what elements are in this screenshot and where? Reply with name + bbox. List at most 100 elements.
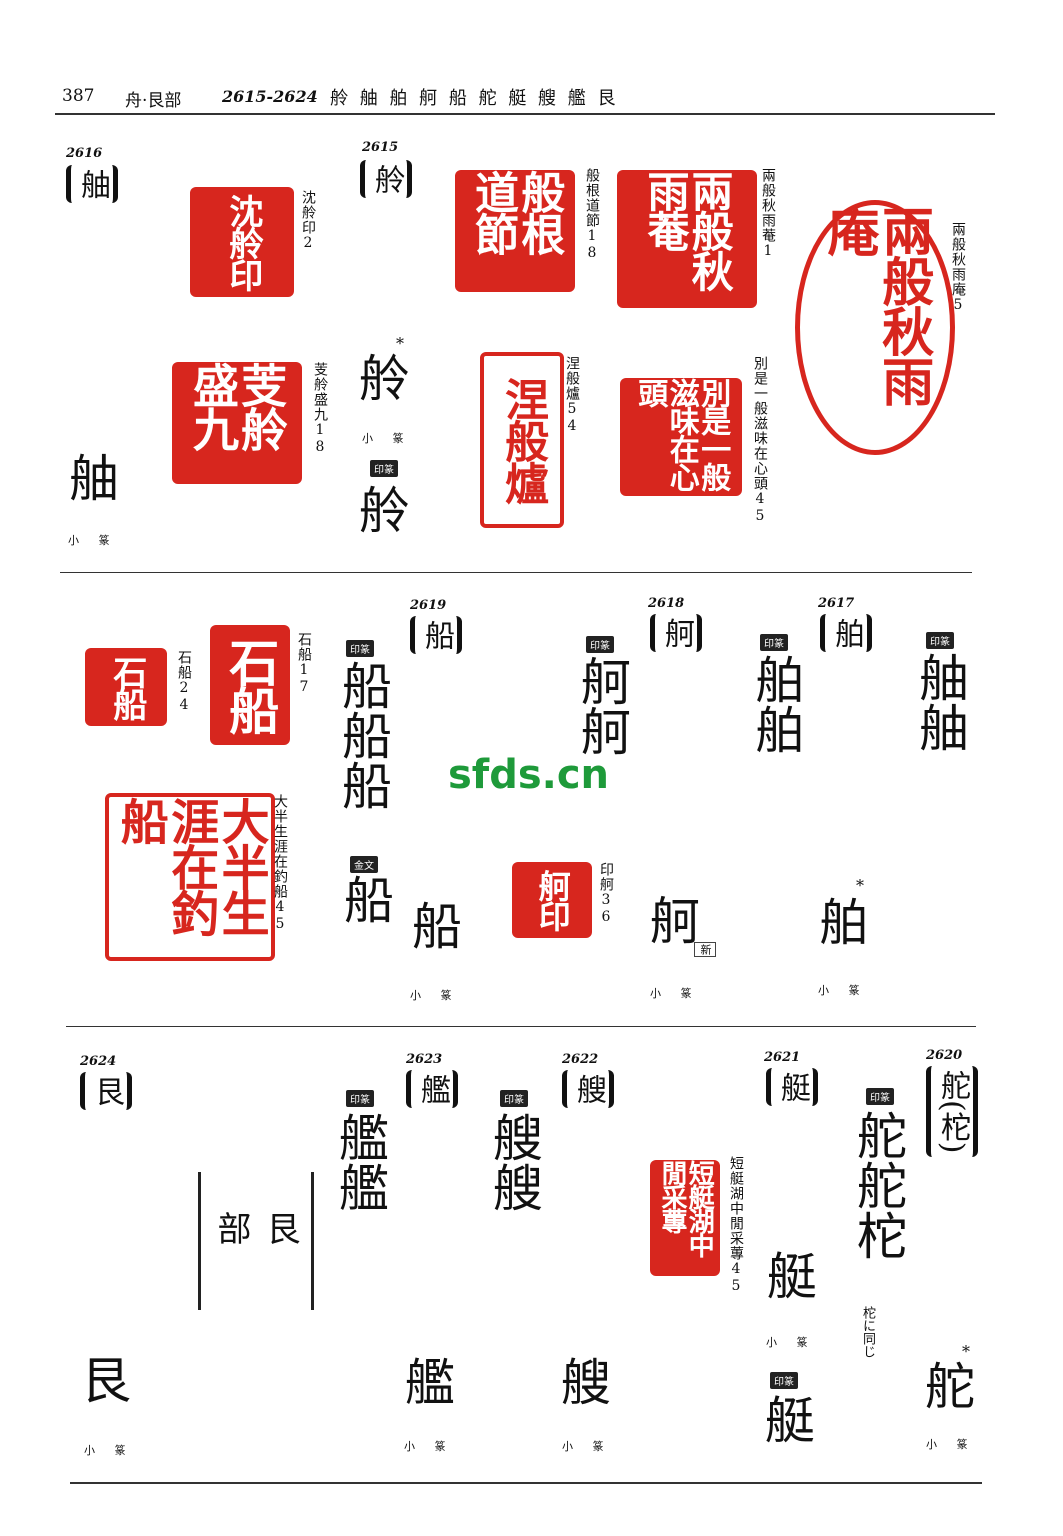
seal-caption: 大半生涯在釣船45 <box>272 794 288 933</box>
seal-source-number: 36 <box>598 892 614 926</box>
entry-head-2620: 舵(柁) <box>926 1066 978 1158</box>
seal-caption-text: 兩般秋雨菴 <box>760 168 776 243</box>
caption-xiaozhuan-2620: 小 篆 <box>926 1438 976 1451</box>
seal-text: 石船 <box>221 637 281 733</box>
glyph-xiaozhuan-2619: 船 <box>404 900 462 950</box>
caption-xiaozhuan-2624: 小 篆 <box>84 1444 134 1457</box>
seal-source-number: 45 <box>272 899 288 933</box>
seal-oval-liang-ban-qiu-yu-an: 兩般秋雨庵 <box>795 200 955 455</box>
seal-caption-text: 涅般爐 <box>564 356 580 401</box>
seal-text: 舸印 <box>533 870 572 930</box>
seal-caption-text: 般根道節 <box>584 168 600 228</box>
seal-source-number: 17 <box>296 662 312 696</box>
note-2620: 柁に同じ <box>860 1306 875 1358</box>
seal-text: 般根道節 <box>467 170 565 254</box>
seal-da-ban-sheng-ya: 大半生涯在釣船 <box>105 793 275 961</box>
entry-head-2619: 船 <box>410 616 462 654</box>
caption-xiaozhuan-2618: 小 篆 <box>650 987 700 1000</box>
glyph-yinzhuan-2618: 舸舸 <box>573 656 631 756</box>
glyph-yinzhuan-2623: 艦艦 <box>331 1112 389 1212</box>
glyph-xiaozhuan-2623: 艦 <box>397 1356 455 1406</box>
seal-text: 別是一般滋味在心頭 <box>632 378 731 490</box>
caption-xiaozhuan-2619: 小 篆 <box>410 989 460 1002</box>
seal-text: 芰舲盛九 <box>186 362 289 450</box>
entry-head-2620-char: 舵 <box>935 1070 970 1100</box>
glyph-xiaozhuan-2624: 艮 <box>73 1354 131 1404</box>
entry-head-2617: 舶 <box>820 614 872 652</box>
seal-caption: 沈舲印2 <box>300 190 316 252</box>
seal-text: 兩般秋雨菴 <box>641 170 735 290</box>
seal-source-number: 2 <box>300 235 316 252</box>
section-title: 舟·艮部 <box>125 91 182 111</box>
badge-yinzhuan-2622: 印篆 <box>500 1090 528 1107</box>
entry-number-2621: 2621 <box>764 1050 801 1065</box>
seal-liang-ban-qiu-yu-an: 兩般秋雨菴 <box>617 170 757 308</box>
caption-xiaozhuan-2617: 小 篆 <box>818 984 868 997</box>
asterisk-2617: * <box>856 876 864 895</box>
seal-source-number: 24 <box>176 680 192 714</box>
seal-text: 大半生涯在釣船 <box>111 797 269 935</box>
seal-shen-ling-yin: 沈舲印 <box>190 187 294 297</box>
badge-yinzhuan-2621: 印篆 <box>770 1372 798 1389</box>
footer-rule <box>70 1482 982 1484</box>
row-divider-1 <box>60 572 972 573</box>
entry-number-2622: 2622 <box>562 1052 599 1067</box>
asterisk-2620: * <box>962 1342 970 1361</box>
row-divider-2 <box>66 1026 976 1027</box>
entry-head-2615: 舲 <box>360 160 412 198</box>
seal-text: 短艇湖中閒采蓴 <box>657 1160 715 1256</box>
badge-yinzhuan-2615: 印篆 <box>370 460 398 477</box>
glyph-xiaozhuan-2621: 艇 <box>759 1250 817 1300</box>
seal-caption-text: 芰舲盛九 <box>312 362 328 422</box>
entry-number-2617: 2617 <box>818 596 855 611</box>
seal-caption-text: 石船 <box>296 632 312 662</box>
entry-number-2616: 2616 <box>66 146 103 161</box>
caption-xiaozhuan-2622: 小 篆 <box>562 1440 612 1453</box>
seal-caption-text: 兩般秋雨庵 <box>950 222 966 297</box>
glyph-xiaozhuan-2618: 舸 <box>642 895 700 945</box>
seal-shi-chuan-small: 石船 <box>85 648 167 726</box>
glyph-xiaozhuan-2617: 舶 <box>811 896 869 946</box>
seal-caption: 芰舲盛九18 <box>312 362 328 456</box>
seal-caption: 別是一般滋味在心頭45 <box>752 356 768 525</box>
seal-caption-text: 大半生涯在釣船 <box>272 794 288 899</box>
seal-caption: 兩般秋雨庵5 <box>950 222 966 314</box>
seal-source-number: 18 <box>312 422 328 456</box>
seal-nie-ban-lu: 涅般爐 <box>480 352 564 528</box>
entry-head-2624: 艮 <box>80 1072 132 1110</box>
seal-ji-ling-sheng-jiu: 芰舲盛九 <box>172 362 302 484</box>
seal-source-number: 45 <box>752 491 768 525</box>
caption-xiaozhuan-2623: 小 篆 <box>404 1440 454 1453</box>
seal-caption: 兩般秋雨菴1 <box>760 168 776 260</box>
caption-xiaozhuan-2621: 小 篆 <box>766 1336 816 1349</box>
caption-xiaozhuan-2616: 小 篆 <box>68 534 118 547</box>
seal-text: 兩般秋雨庵 <box>818 205 934 405</box>
badge-yinzhuan-2617: 印篆 <box>760 634 788 651</box>
glyph-yinzhuan-2620: 舵舵柁 <box>849 1110 907 1260</box>
seal-caption-text: 短艇湖中閒采蓴 <box>728 1156 744 1261</box>
seal-caption-text: 印舸 <box>598 862 614 892</box>
entry-number-2623: 2623 <box>406 1052 443 1067</box>
seal-ban-gen-dao-jie: 般根道節 <box>455 170 575 292</box>
glyph-xiaozhuan-2622: 艘 <box>553 1356 611 1406</box>
seal-caption: 石船24 <box>176 650 192 714</box>
badge-yinzhuan-2623: 印篆 <box>346 1090 374 1107</box>
entry-head-2616: 舳 <box>66 165 118 203</box>
entry-number-2618: 2618 <box>648 596 685 611</box>
seal-source-number: 45 <box>728 1261 744 1295</box>
entry-number-2619: 2619 <box>410 598 447 613</box>
seal-shi-chuan-large: 石船 <box>210 625 290 745</box>
entry-head-2622: 艘 <box>562 1070 614 1108</box>
asterisk-2615: * <box>396 334 404 353</box>
glyph-yinzhuan-2622: 艘艘 <box>485 1112 543 1212</box>
seal-caption: 短艇湖中閒采蓴45 <box>728 1156 744 1295</box>
badge-yinzhuan-2618: 印篆 <box>586 636 614 653</box>
seal-source-number: 5 <box>950 297 966 314</box>
seal-caption: 般根道節18 <box>584 168 600 262</box>
watermark: sfds.cn <box>448 752 610 798</box>
entry-head-2621: 艇 <box>766 1068 818 1106</box>
seal-text: 涅般爐 <box>497 377 549 503</box>
glyph-yinzhuan-2616: 舳舳 <box>911 652 969 752</box>
entry-number-2620: 2620 <box>926 1048 963 1063</box>
seal-caption: 石船17 <box>296 632 312 696</box>
